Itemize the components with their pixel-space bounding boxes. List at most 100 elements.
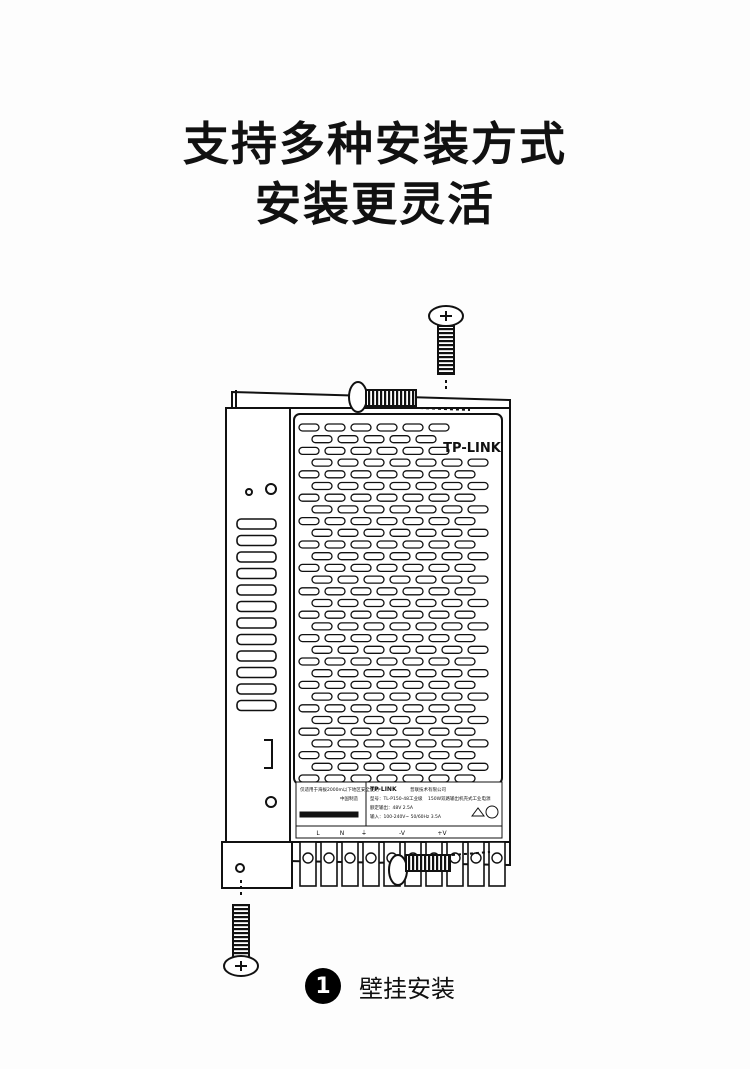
vent-slot bbox=[428, 704, 450, 713]
vent-slot bbox=[324, 680, 346, 690]
vent-slot bbox=[298, 540, 320, 549]
vent-slot bbox=[428, 727, 450, 736]
vent-slot bbox=[298, 750, 320, 760]
terminal-label: +V bbox=[437, 830, 447, 837]
terminal bbox=[488, 841, 506, 887]
front-vent-slots bbox=[298, 423, 489, 783]
vent-slot bbox=[402, 540, 424, 549]
vent-slot bbox=[337, 528, 359, 537]
vent-slot bbox=[350, 563, 372, 573]
vent-slot bbox=[376, 657, 398, 666]
side-slot bbox=[236, 584, 277, 596]
vent-slot bbox=[376, 704, 398, 713]
vent-slot bbox=[428, 774, 450, 783]
vent-slot bbox=[350, 493, 372, 502]
vent-slot bbox=[467, 505, 489, 514]
vent-slot bbox=[415, 762, 437, 771]
vent-slot bbox=[350, 774, 372, 783]
label-model: 型号：TL-P150-48工业级 bbox=[370, 795, 423, 802]
vent-slot bbox=[337, 505, 359, 514]
vent-slot bbox=[337, 669, 359, 678]
vent-slot bbox=[298, 633, 320, 643]
step-number-badge: 1 bbox=[305, 968, 341, 1004]
vent-slot bbox=[376, 774, 398, 783]
vent-slot bbox=[337, 622, 359, 631]
vent-slot bbox=[402, 587, 424, 596]
vent-slot bbox=[467, 692, 489, 701]
vent-slot bbox=[454, 727, 476, 736]
vent-slot bbox=[389, 528, 411, 537]
terminal-label: L bbox=[316, 830, 320, 837]
vent-slot bbox=[441, 739, 463, 748]
side-slot bbox=[236, 600, 277, 613]
vent-slot bbox=[350, 750, 372, 760]
vent-slot bbox=[363, 575, 385, 584]
vent-slot bbox=[298, 680, 320, 690]
vent-slot bbox=[454, 493, 476, 502]
vent-slot bbox=[467, 458, 489, 467]
vent-slot bbox=[363, 481, 385, 491]
vent-slot bbox=[454, 540, 476, 549]
vent-slot bbox=[389, 715, 411, 725]
terminal-screw-icon bbox=[344, 852, 356, 864]
screw-bottom bbox=[223, 880, 259, 977]
product-label: 仅适用于海拔2000m以下地区安全使用 中国制造 TP-LINK 普联技术有限公… bbox=[295, 781, 503, 839]
vent-slot bbox=[337, 739, 359, 748]
side-slot bbox=[236, 534, 277, 547]
vent-slot bbox=[363, 645, 385, 654]
vent-slot bbox=[467, 622, 489, 631]
vent-slot bbox=[441, 528, 463, 537]
vent-slot bbox=[454, 704, 476, 713]
vent-slot bbox=[467, 528, 489, 537]
vent-slot bbox=[311, 598, 333, 608]
vent-slot bbox=[363, 435, 385, 444]
vent-slot bbox=[350, 727, 372, 736]
vent-slot bbox=[467, 552, 489, 561]
terminal-label: N bbox=[340, 830, 345, 837]
side-slot bbox=[236, 617, 277, 629]
screw-top bbox=[428, 305, 464, 392]
vent-slot bbox=[415, 528, 437, 537]
vent-slot bbox=[350, 704, 372, 713]
vent-slot bbox=[415, 505, 437, 514]
terminal-label: ⏚ bbox=[361, 830, 367, 837]
vent-slot bbox=[389, 505, 411, 514]
vent-slot bbox=[298, 774, 320, 783]
vent-slot bbox=[389, 598, 411, 608]
label-input: 输入：100-240V~ 50/60Hz 3.5A bbox=[370, 813, 442, 820]
vent-slot bbox=[389, 645, 411, 654]
label-note: 仅适用于海拔2000m以下地区安全使用 bbox=[300, 786, 379, 793]
vent-slot bbox=[441, 481, 463, 491]
vent-slot bbox=[298, 493, 320, 502]
headline-line-2: 安装更灵活 bbox=[255, 177, 495, 231]
vent-slot bbox=[311, 692, 333, 701]
terminal bbox=[341, 841, 359, 887]
vent-slot bbox=[467, 645, 489, 654]
vent-slot bbox=[402, 750, 424, 760]
vent-slot bbox=[311, 552, 333, 561]
terminal bbox=[362, 841, 380, 887]
vent-slot bbox=[350, 633, 372, 643]
vent-slot bbox=[337, 458, 359, 467]
vent-slot bbox=[350, 657, 372, 666]
vent-slot bbox=[311, 505, 333, 514]
vent-slot bbox=[428, 540, 450, 549]
vent-slot bbox=[441, 715, 463, 725]
vent-slot bbox=[441, 669, 463, 678]
vent-slot bbox=[350, 470, 372, 479]
vent-slot bbox=[454, 587, 476, 596]
vent-slot bbox=[363, 622, 385, 631]
vent-slot bbox=[376, 540, 398, 549]
side-slot bbox=[236, 567, 277, 580]
terminal bbox=[320, 841, 338, 887]
vent-slot bbox=[350, 587, 372, 596]
vent-slot bbox=[311, 528, 333, 537]
vent-slot bbox=[298, 610, 320, 619]
vent-slot bbox=[454, 750, 476, 760]
side-slot bbox=[236, 633, 277, 646]
vent-slot bbox=[324, 493, 346, 502]
vent-slot bbox=[298, 446, 320, 456]
vent-slot bbox=[389, 692, 411, 701]
